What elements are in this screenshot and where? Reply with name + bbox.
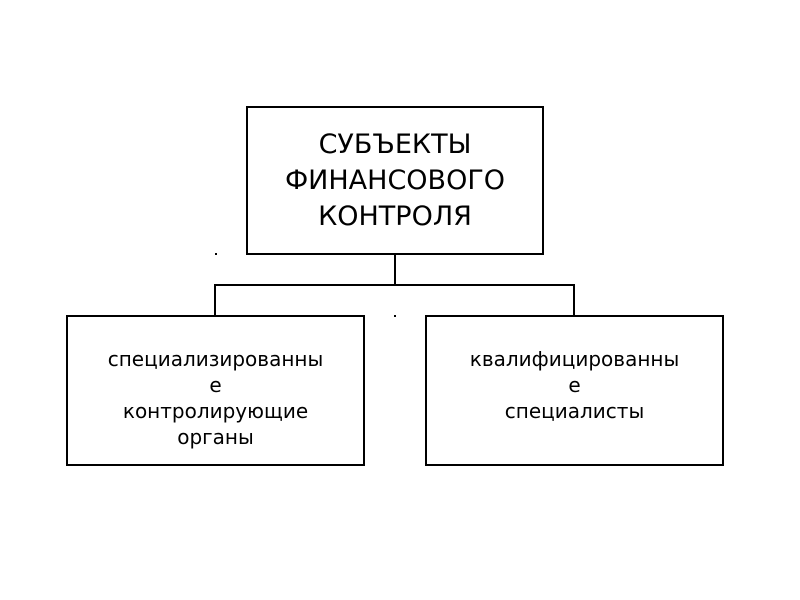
connector-trunk bbox=[394, 253, 396, 286]
connector-horizontal bbox=[214, 284, 575, 286]
child-node-specialized-bodies: специализированны е контролирующие орган… bbox=[66, 315, 365, 466]
node-line: е bbox=[568, 372, 581, 397]
node-line: е bbox=[209, 372, 222, 397]
node-line: специалисты bbox=[504, 398, 645, 423]
stray-dot bbox=[215, 253, 217, 255]
connector-left bbox=[214, 284, 216, 316]
root-node-box: СУБЪЕКТЫ ФИНАНСОВОГО КОНТРОЛЯ bbox=[246, 106, 544, 255]
root-line: СУБЪЕКТЫ bbox=[318, 128, 472, 160]
stray-dot bbox=[394, 315, 396, 317]
root-line: КОНТРОЛЯ bbox=[318, 200, 472, 232]
node-line: контролирующие bbox=[122, 398, 309, 423]
root-line: ФИНАНСОВОГО bbox=[284, 164, 506, 196]
node-line: органы bbox=[177, 424, 254, 449]
node-line: специализированны bbox=[107, 346, 324, 371]
node-line: квалифицированны bbox=[469, 346, 680, 371]
child-node-qualified-specialists: квалифицированны е специалисты bbox=[425, 315, 724, 466]
connector-right bbox=[573, 284, 575, 316]
